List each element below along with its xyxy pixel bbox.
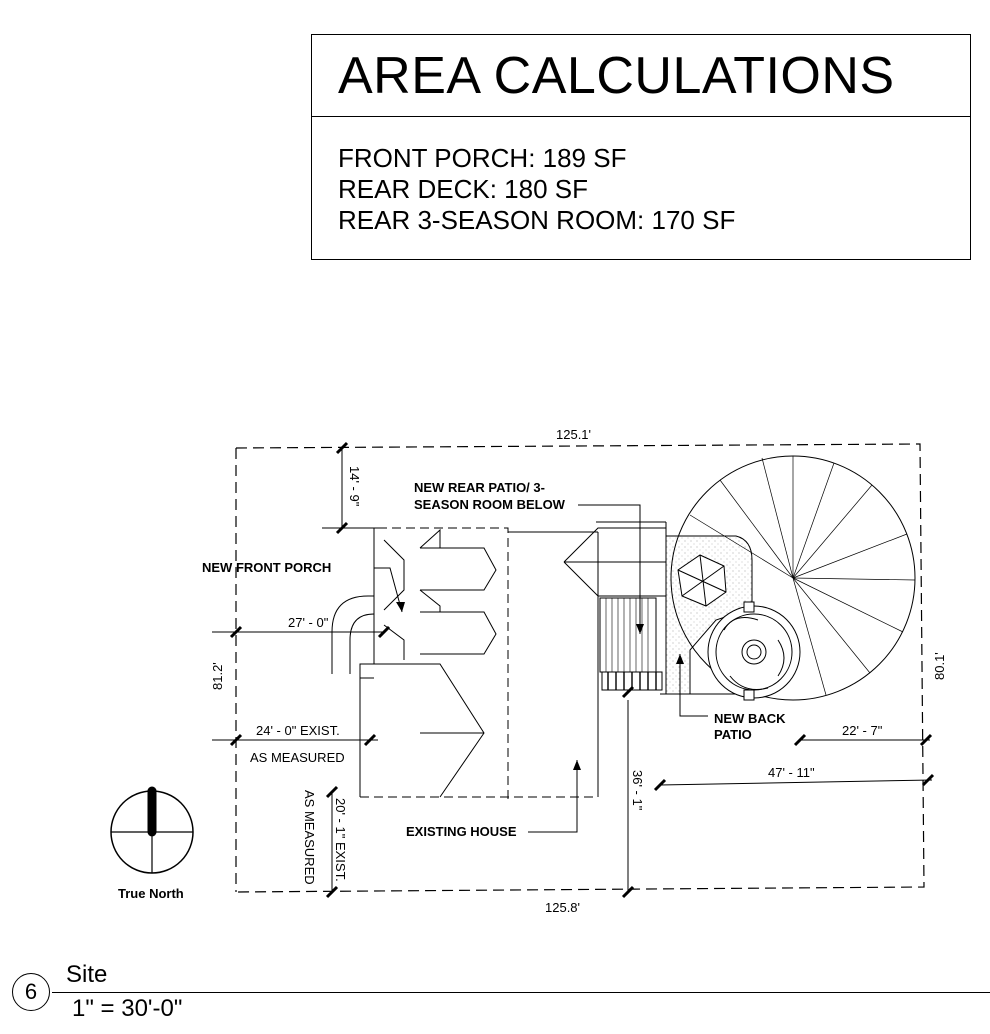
area-item-rear-deck: REAR DECK: 180 SF bbox=[338, 174, 588, 204]
setback-line bbox=[360, 527, 595, 800]
tree-canopy bbox=[670, 455, 916, 701]
dim-exist-setback-line2: AS MEASURED bbox=[250, 750, 345, 765]
dim-rear-setback: 36' - 1" bbox=[630, 770, 645, 811]
dim-side-setback-line2: AS MEASURED bbox=[302, 790, 317, 885]
label-new-rear-patio-1: NEW REAR PATIO/ 3- bbox=[414, 480, 545, 495]
label-new-back-patio-1: NEW BACK bbox=[714, 711, 786, 726]
dim-top-width: 125.1' bbox=[556, 427, 591, 442]
dim-side-setback-line1: 20' - 1" EXIST. bbox=[333, 798, 348, 882]
arrow-heads bbox=[396, 602, 684, 770]
dimension-ticks bbox=[229, 441, 935, 899]
dim-front-setback: 14' - 9" bbox=[347, 466, 362, 507]
label-new-rear-patio-2: SEASON ROOM BELOW bbox=[414, 497, 566, 512]
dim-patio-offset: 22' - 7" bbox=[842, 723, 883, 738]
label-true-north: True North bbox=[118, 886, 184, 901]
label-new-back-patio-2: PATIO bbox=[714, 727, 752, 742]
existing-house bbox=[359, 521, 667, 798]
fire-pit bbox=[707, 601, 801, 701]
drawing-scale: 1" = 30'-0" bbox=[72, 995, 183, 1022]
rear-deck bbox=[599, 597, 663, 691]
dim-right-depth: 80.1' bbox=[932, 652, 947, 680]
dim-left-depth: 81.2' bbox=[210, 662, 225, 690]
dim-porch-depth: 27' - 0" bbox=[288, 615, 329, 630]
patio-umbrella bbox=[677, 554, 727, 607]
dim-exist-setback-line1: 24' - 0" EXIST. bbox=[256, 723, 340, 738]
area-item-3-season-room: REAR 3-SEASON ROOM: 170 SF bbox=[338, 205, 736, 235]
label-existing-house: EXISTING HOUSE bbox=[406, 824, 517, 839]
drawing-title-rule bbox=[52, 992, 990, 993]
drawing-number: 6 bbox=[12, 973, 50, 1011]
area-calculations-box: AREA CALCULATIONS FRONT PORCH: 189 SF RE… bbox=[311, 34, 971, 260]
area-calculations-title: AREA CALCULATIONS bbox=[312, 35, 970, 117]
leader-lines bbox=[374, 504, 708, 833]
dim-rear-yard: 47' - 11" bbox=[768, 765, 815, 780]
dimension-lines bbox=[212, 448, 933, 892]
north-arrow bbox=[110, 786, 194, 874]
drawing-title: Site bbox=[66, 961, 108, 988]
dim-bottom-width: 125.8' bbox=[545, 900, 580, 915]
front-porch-walk bbox=[331, 595, 375, 674]
property-line bbox=[235, 443, 925, 893]
area-item-front-porch: FRONT PORCH: 189 SF bbox=[338, 143, 627, 173]
area-calculations-list: FRONT PORCH: 189 SF REAR DECK: 180 SF RE… bbox=[338, 143, 735, 236]
label-new-front-porch: NEW FRONT PORCH bbox=[202, 560, 331, 575]
